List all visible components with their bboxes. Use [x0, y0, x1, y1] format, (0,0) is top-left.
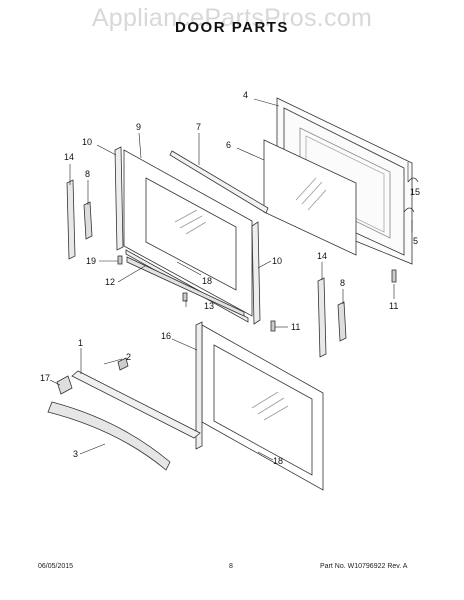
callout-4: 4	[243, 90, 248, 100]
outer-door-frame	[195, 321, 324, 491]
watermark: AppliancePartsPros.com	[91, 4, 373, 32]
spring-clip-5	[403, 207, 415, 213]
side-trim-left	[114, 146, 124, 251]
callout-19: 19	[86, 256, 96, 266]
hinge-bracket-right	[337, 301, 347, 342]
callout-10-lower: 10	[272, 256, 282, 266]
top-trim-bar	[169, 150, 269, 214]
handle-bracket	[117, 357, 129, 371]
hinge-right	[317, 277, 327, 358]
door-handle	[47, 401, 171, 471]
hinge-left	[66, 179, 76, 260]
callout-13: 13	[204, 301, 214, 311]
callout-14-left: 14	[64, 152, 74, 162]
callout-18-lower: 18	[273, 456, 283, 466]
callout-14-right: 14	[317, 251, 327, 261]
callout-10-upper: 10	[82, 137, 92, 147]
side-trim-right	[251, 221, 261, 325]
callout-8-left: 8	[85, 169, 90, 179]
glass-panel	[263, 139, 357, 256]
screw-11-lower	[270, 320, 276, 332]
handle-end-cap	[56, 375, 73, 395]
callout-11-upper: 11	[389, 301, 398, 311]
screw-13	[182, 292, 188, 302]
callout-5: 5	[413, 236, 418, 246]
screw-19	[117, 255, 123, 265]
callout-6: 6	[226, 140, 231, 150]
inner-glass-frame	[123, 149, 253, 323]
callout-2: 2	[126, 352, 131, 362]
footer-date: 06/05/2015	[38, 563, 74, 570]
callout-17: 17	[40, 373, 50, 383]
callout-18-upper: 18	[202, 276, 212, 286]
callout-9: 9	[136, 122, 141, 132]
callout-7: 7	[196, 122, 201, 132]
screw-11-upper	[391, 269, 397, 283]
callout-1: 1	[78, 338, 83, 348]
footer-page-number: 8	[229, 563, 233, 570]
page-title: DOOR PARTS	[175, 19, 289, 36]
callout-8-right: 8	[340, 278, 345, 288]
callout-11-lower: 11	[291, 322, 300, 332]
hinge-bracket-left	[83, 201, 93, 240]
callout-15: 15	[410, 187, 420, 197]
callout-16: 16	[161, 331, 171, 341]
callout-12: 12	[105, 277, 115, 287]
callout-3: 3	[73, 449, 78, 459]
vent-strip	[126, 256, 245, 317]
door-top-trim	[71, 370, 201, 439]
footer-part-number: Part No. W10796922 Rev. A	[320, 563, 408, 570]
spring-clip-15	[407, 177, 419, 183]
leader-lines	[49, 98, 413, 461]
